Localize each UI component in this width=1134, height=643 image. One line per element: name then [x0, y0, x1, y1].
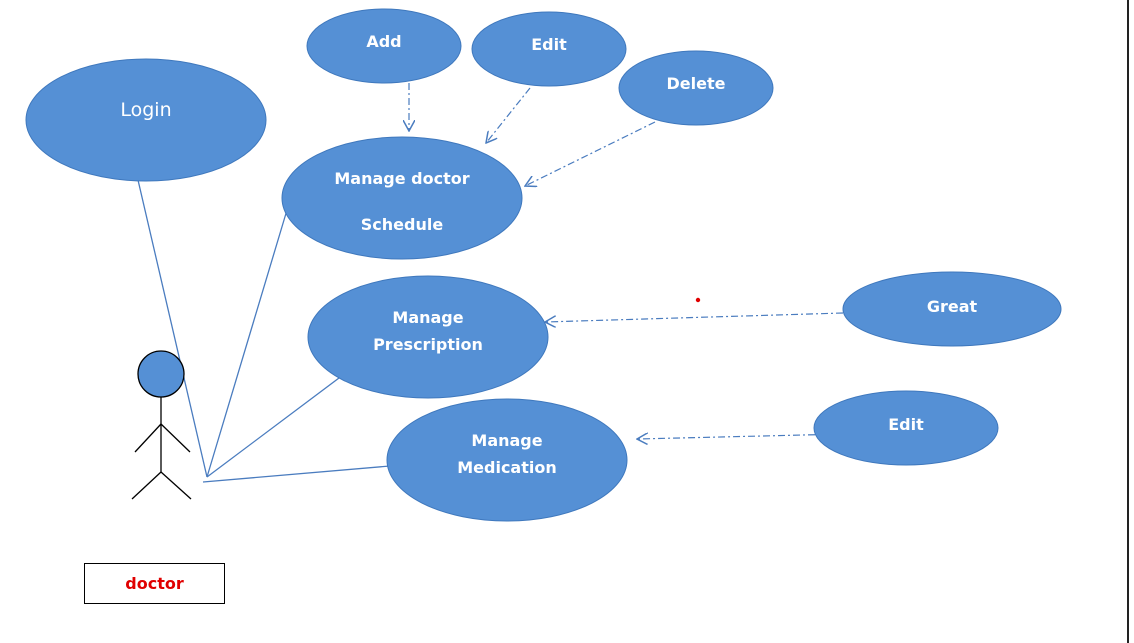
usecase-add-label: Add	[366, 32, 401, 51]
actor-arm-right	[160, 423, 191, 453]
extend-arrow-edit-schedule	[486, 87, 531, 143]
usecase-edit-schedule-label: Edit	[531, 35, 567, 54]
association-manage-schedule	[206, 209, 288, 478]
extend-arrow-great	[545, 312, 844, 322]
usecase-manage-medication-label-line1: Manage	[471, 431, 542, 450]
usecase-manage-prescription-label-line2: Prescription	[373, 335, 483, 354]
usecase-delete-label: Delete	[667, 74, 726, 93]
usecase-manage-prescription[interactable]	[307, 275, 549, 399]
actor-stick-figure[interactable]	[131, 350, 192, 500]
usecase-add[interactable]	[306, 8, 462, 84]
usecase-manage-schedule[interactable]	[281, 136, 523, 260]
usecase-manage-medication[interactable]	[386, 398, 628, 522]
usecase-manage-schedule-label-line1: Manage doctor	[334, 169, 469, 188]
window-edge	[1127, 0, 1129, 643]
usecase-great-label: Great	[927, 297, 978, 316]
usecase-manage-prescription-label-line1: Manage	[392, 308, 463, 327]
actor-arm-left	[134, 423, 162, 453]
actor-leg-right	[160, 471, 192, 500]
association-login	[137, 179, 208, 478]
actor-name: doctor	[125, 574, 184, 593]
extend-arrow-delete	[525, 121, 656, 186]
association-manage-prescription	[206, 374, 344, 478]
usecase-edit-schedule[interactable]	[471, 11, 627, 87]
usecase-login-label: Login	[120, 99, 171, 121]
actor-leg-left	[131, 471, 162, 500]
usecase-great[interactable]	[842, 271, 1062, 347]
red-dot-marker	[695, 297, 701, 303]
usecase-manage-schedule-label-line2: Schedule	[361, 215, 444, 234]
usecase-manage-medication-label-line2: Medication	[457, 458, 557, 477]
actor-head	[137, 350, 185, 398]
usecase-edit-medication[interactable]	[813, 390, 999, 466]
extend-arrow-edit-medication	[637, 434, 846, 439]
usecase-edit-medication-label: Edit	[888, 415, 924, 434]
actor-name-box: doctor	[84, 563, 225, 604]
usecase-login[interactable]	[25, 58, 267, 182]
association-manage-medication	[202, 465, 391, 483]
usecase-delete[interactable]	[618, 50, 774, 126]
